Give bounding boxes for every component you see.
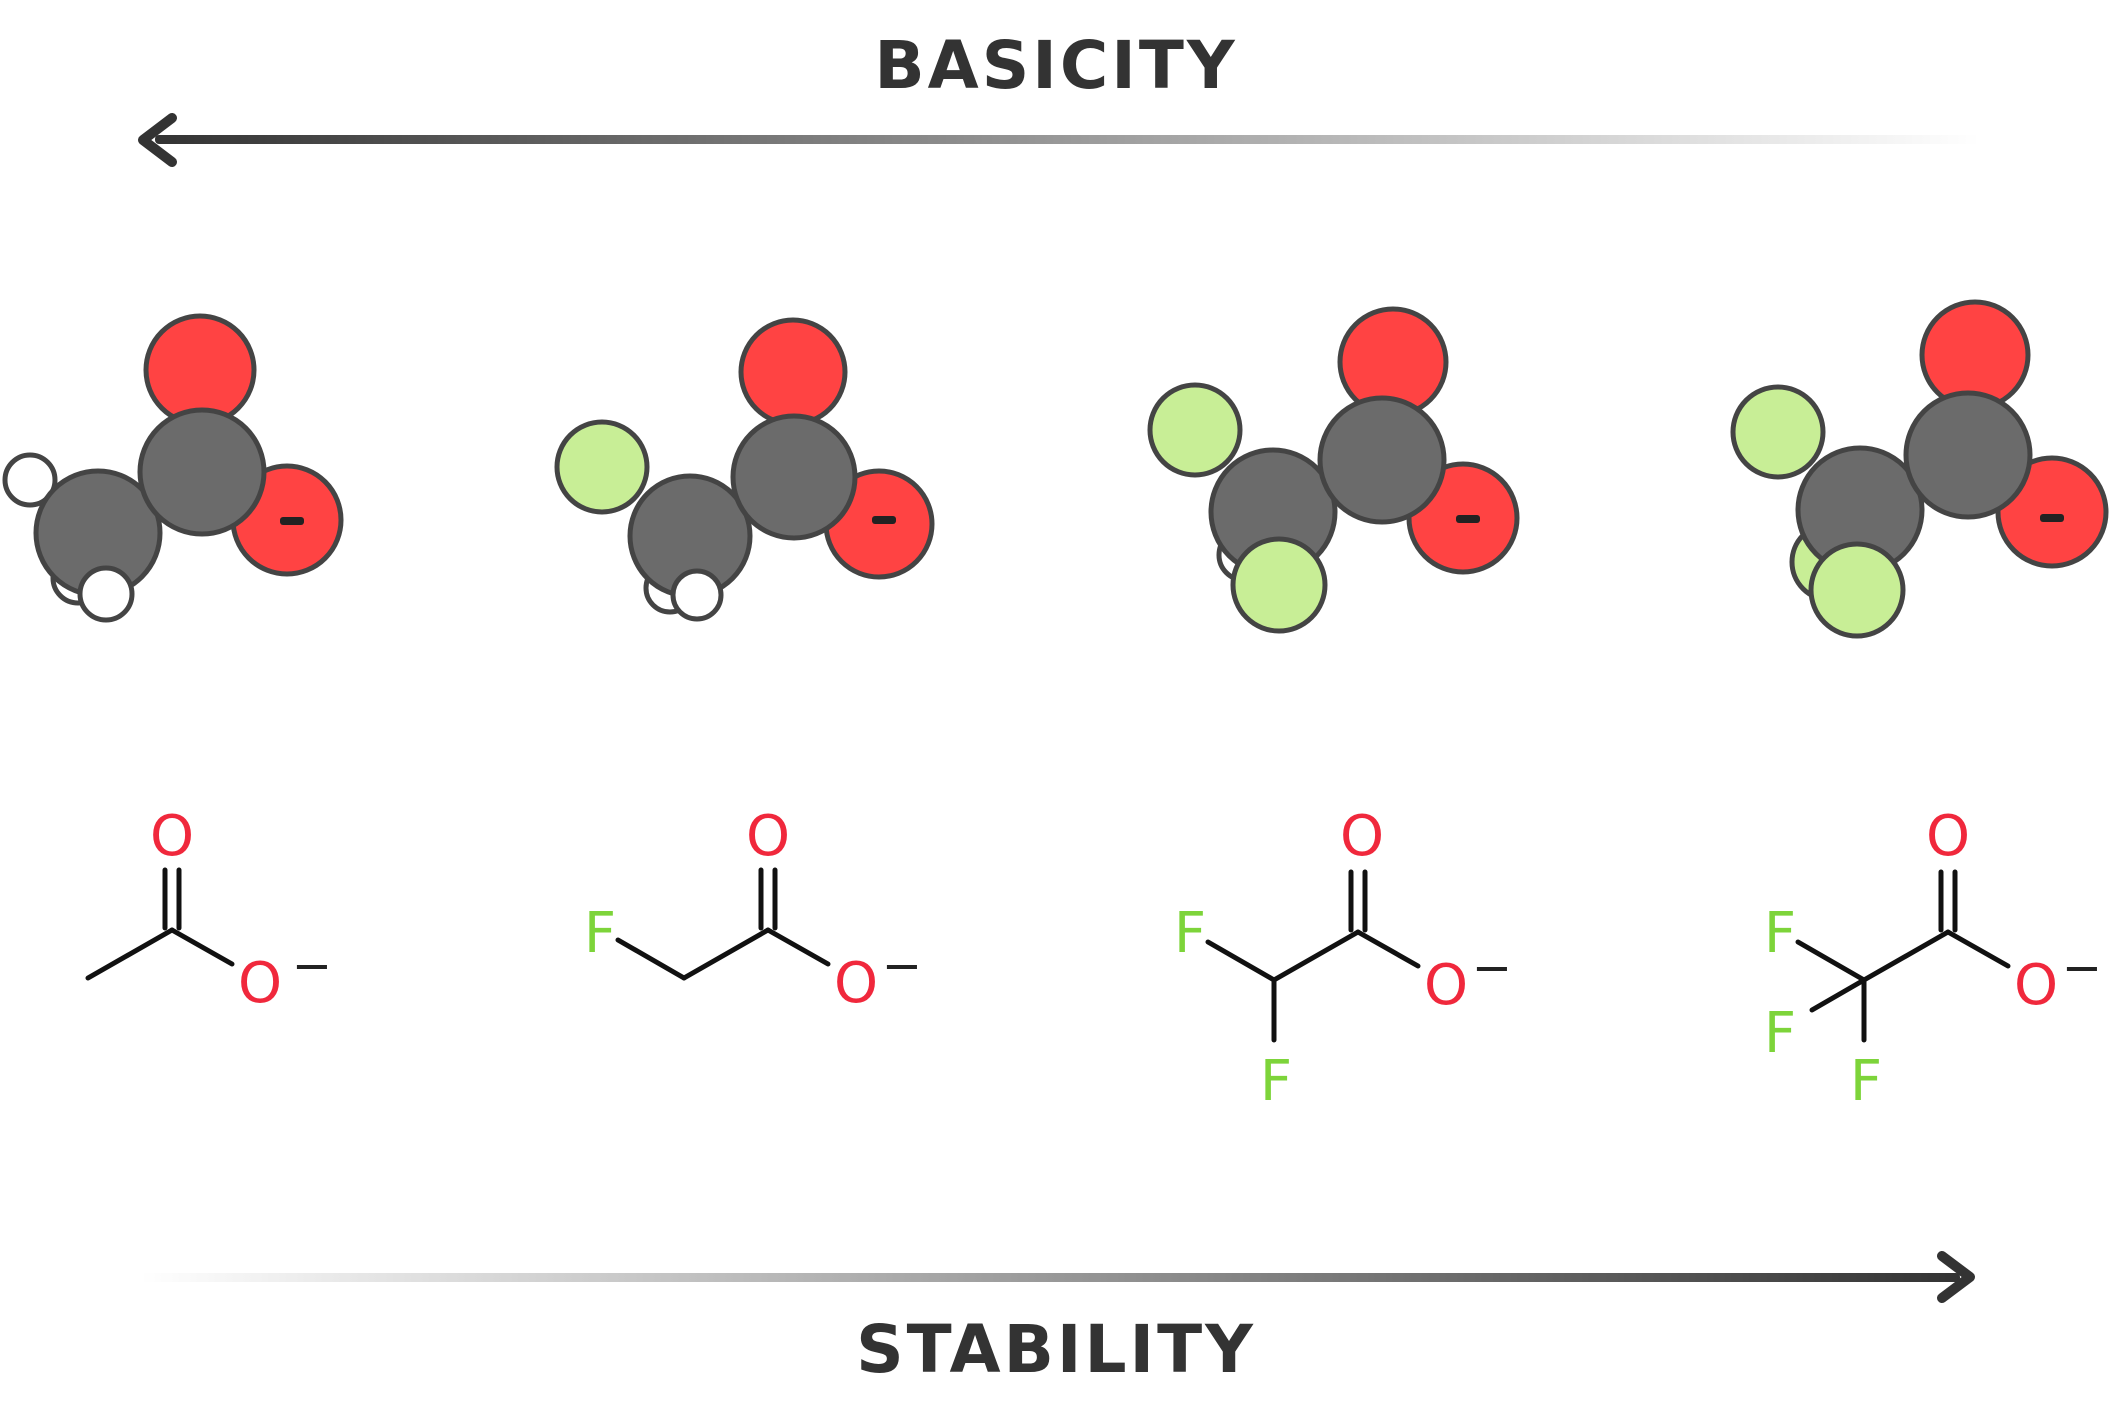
- hydrogen-atom: [670, 568, 724, 622]
- skeletal-formula: F F O O −: [1174, 804, 1512, 1114]
- skeletal-formula: F F F O O −: [1764, 804, 2102, 1114]
- charge-label: −: [882, 938, 922, 994]
- fluorine-label: F: [1850, 1049, 1882, 1114]
- molecule-fluoroacetate: F O O −: [554, 317, 935, 1016]
- fluorine-label: F: [1174, 901, 1206, 966]
- carbon-atom: [730, 413, 858, 541]
- charge-mark: [280, 517, 304, 525]
- stability-arrow: [140, 1251, 1975, 1303]
- oxygen-label: O: [150, 804, 194, 869]
- fluorine-label: F: [584, 901, 616, 966]
- oxygen-label: O: [2014, 953, 2058, 1018]
- charge-mark: [2040, 514, 2064, 522]
- molecule-trifluoroacetate: F F F O O −: [1730, 299, 2109, 1114]
- oxygen-label: O: [1926, 804, 1970, 869]
- skeletal-formula: O O −: [85, 804, 332, 1016]
- fluorine-label: F: [1260, 1049, 1292, 1114]
- oxygen-label: O: [238, 951, 282, 1016]
- fluorine-atom: [1147, 382, 1243, 478]
- fluorine-atom: [1230, 536, 1328, 634]
- oxygen-atom: [738, 317, 848, 427]
- oxygen-label: O: [746, 804, 790, 869]
- basicity-arrow: [138, 113, 1980, 167]
- oxygen-label: O: [1424, 953, 1468, 1018]
- molecule-acetate: O O −: [2, 313, 344, 1016]
- charge-label: −: [292, 938, 332, 994]
- fluorine-label: F: [1764, 901, 1796, 966]
- oxygen-label: O: [834, 951, 878, 1016]
- fluorine-label: F: [1764, 1001, 1796, 1066]
- charge-mark: [872, 516, 896, 524]
- charge-label: −: [2062, 940, 2102, 996]
- charge-mark: [1456, 515, 1480, 523]
- carbon-atom: [1317, 395, 1447, 525]
- oxygen-label: O: [1340, 804, 1384, 869]
- carbon-atom: [1903, 390, 2033, 520]
- molecule-difluoroacetate: F F O O −: [1147, 306, 1520, 1114]
- space-filling-model: [1730, 299, 2109, 639]
- space-filling-model: [2, 313, 344, 623]
- fluorine-atom: [1808, 541, 1906, 639]
- fluorine-atom: [554, 419, 650, 515]
- hydrogen-atom: [77, 565, 135, 623]
- basicity-label: BASICITY: [874, 27, 1237, 104]
- fluorine-atom: [1730, 384, 1826, 480]
- skeletal-formula: F O O −: [584, 804, 922, 1016]
- space-filling-model: [554, 317, 935, 622]
- charge-label: −: [1472, 940, 1512, 996]
- stability-label: STABILITY: [856, 1311, 1256, 1388]
- hydrogen-atom: [2, 452, 58, 508]
- carbon-atom: [137, 407, 267, 537]
- space-filling-model: [1147, 306, 1520, 634]
